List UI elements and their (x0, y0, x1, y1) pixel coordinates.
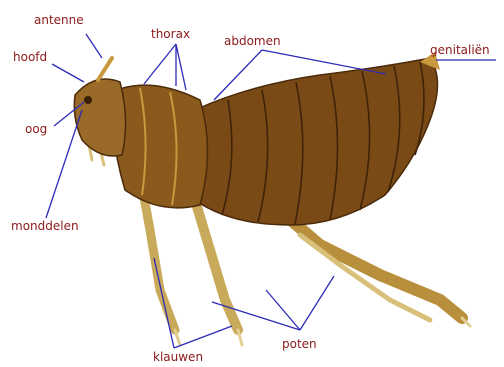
label-poten: poten (282, 337, 317, 351)
antenna-stalk (98, 58, 112, 80)
hind-leg-tarsus (300, 235, 430, 320)
label-thorax: thorax (151, 27, 190, 41)
eye-spot (84, 96, 92, 104)
monddelen-line (46, 110, 82, 218)
middle-leg (195, 200, 238, 330)
label-monddelen: monddelen (11, 219, 79, 233)
thorax-body (112, 85, 208, 208)
label-antenne: antenne (34, 13, 84, 27)
flea-illustration (74, 52, 470, 345)
label-hoofd: hoofd (13, 50, 47, 64)
hoofd-line (52, 64, 84, 82)
label-genitalien: genitaliën (430, 43, 490, 57)
thorax-line (144, 44, 186, 90)
label-abdomen: abdomen (224, 34, 281, 48)
head-body (74, 79, 125, 156)
label-klauwen: klauwen (153, 350, 203, 364)
antenne-line (86, 34, 102, 58)
label-oog: oog (25, 122, 47, 136)
